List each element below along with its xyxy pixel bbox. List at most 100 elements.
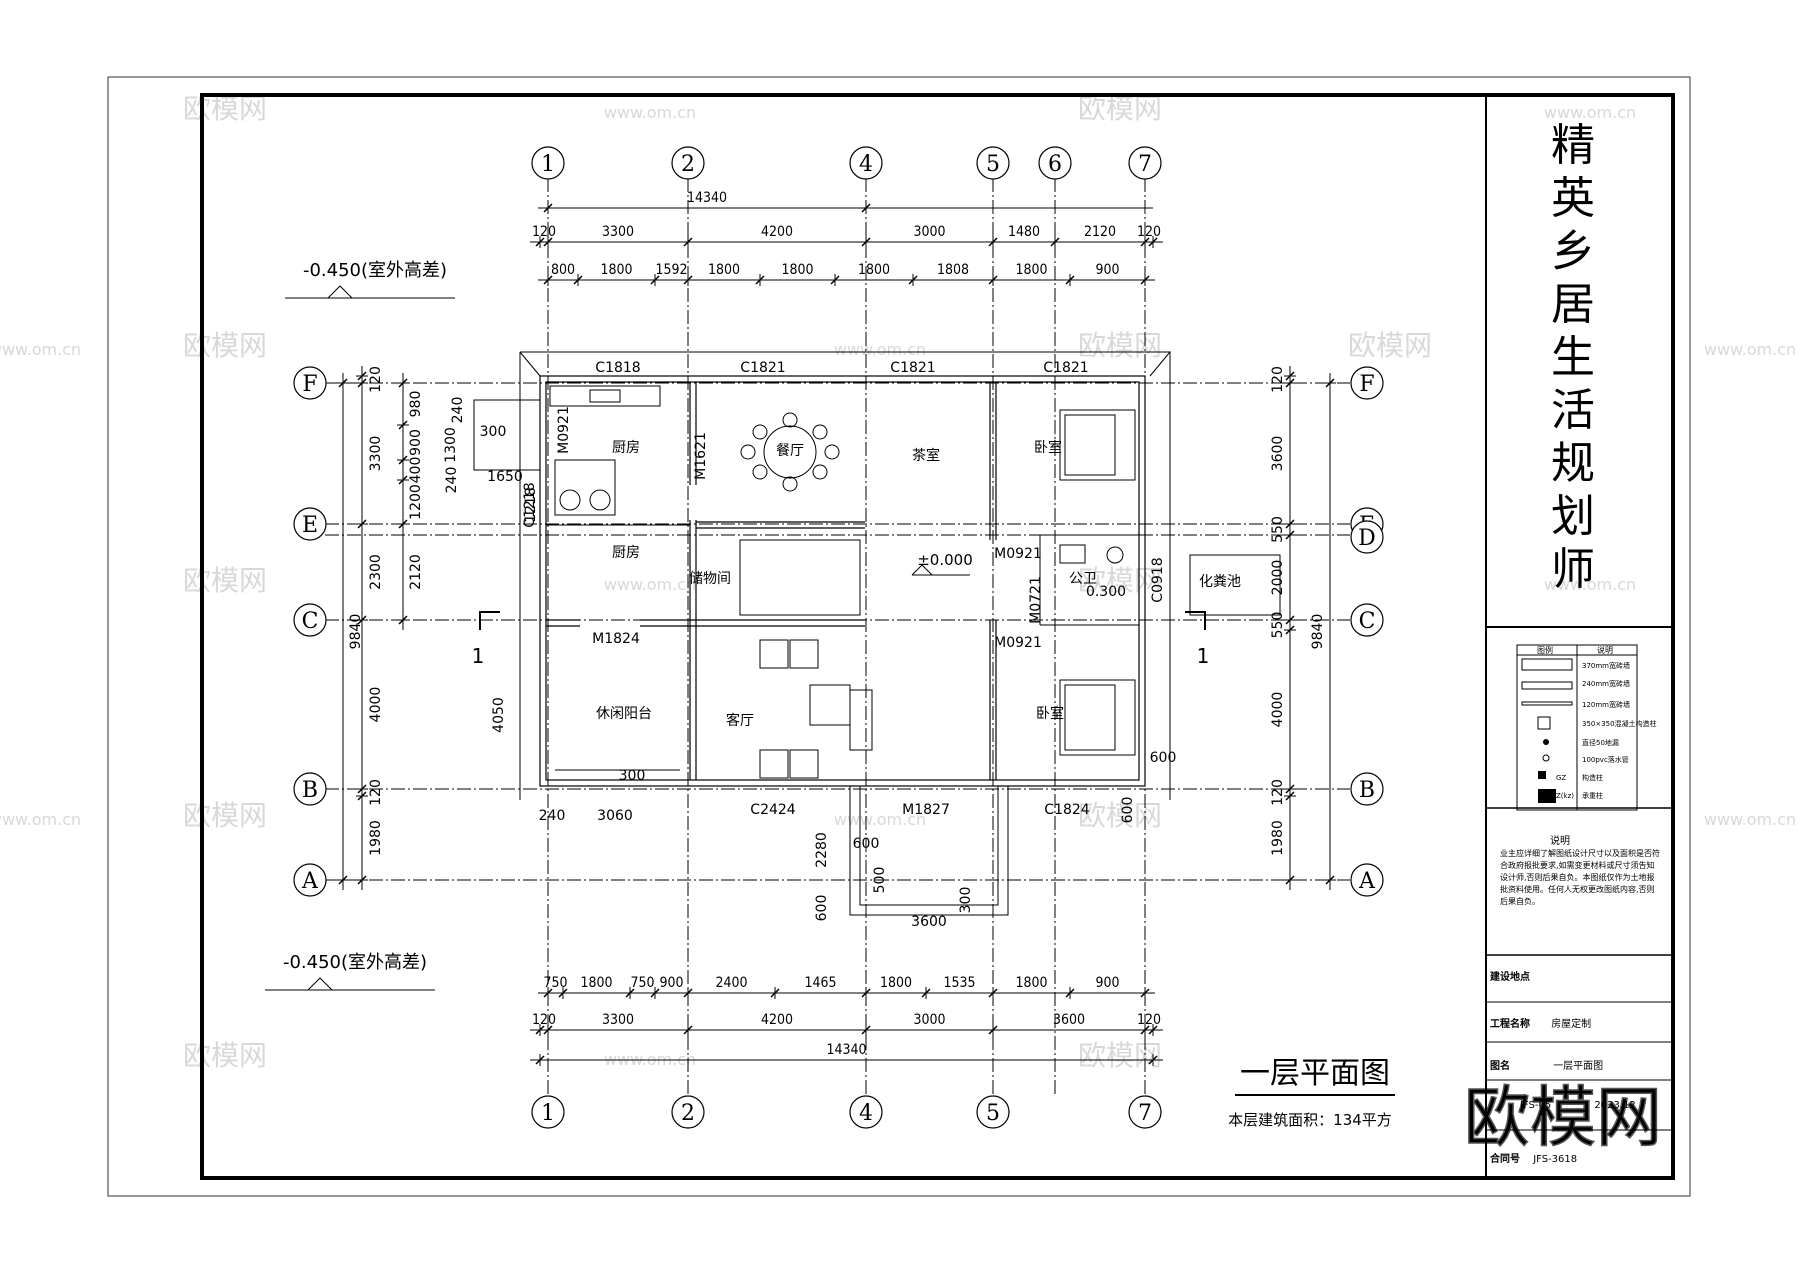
notes-title: 说明 [1550, 836, 1570, 847]
legend-item: 240mm宽砖墙 [1582, 679, 1630, 688]
axis-bubble [293, 603, 327, 637]
dimension-text: 120 [1137, 1012, 1161, 1028]
watermark-brand: 欧模网 [183, 92, 267, 125]
dimension-text: 750 [543, 975, 567, 991]
dining-table [763, 425, 817, 479]
opening-label: C1818 [595, 360, 640, 376]
dimension-text: 550 [1270, 612, 1286, 639]
opening-label: C1824 [1044, 802, 1089, 818]
drawing-name-row: 图名 一层平面图 [1490, 1057, 1640, 1072]
dimension-text: 2120 [408, 554, 424, 590]
dimension-text: 9840 [1310, 614, 1326, 650]
drawing-title: 一层平面图 [1240, 1056, 1390, 1091]
project-title-char: 精 [1551, 120, 1595, 171]
watermark-layer: 欧模网欧模网欧模网欧模网欧模网欧模网欧模网欧模网欧模网欧模网欧模网www.om.… [0, 92, 1796, 1157]
dimension-text: 120 [368, 366, 384, 393]
elevation-label: -0.450(室外高差) [303, 260, 447, 281]
contract-value: JFS-3618 [1533, 1154, 1578, 1165]
legend-header: 说明 [1597, 645, 1613, 655]
axis-label: A [1358, 869, 1376, 894]
drawing-label-text: 图名 [1490, 1061, 1510, 1072]
room-label: 厨房 [612, 440, 640, 456]
building-walls [473, 351, 1281, 916]
dimension-text: 4050 [491, 697, 507, 733]
room-label: 化粪池 [1199, 574, 1241, 590]
dimension-text: 0.300 [1086, 584, 1126, 600]
axis-bubble [1128, 1095, 1162, 1129]
section-mark-line [1185, 611, 1206, 630]
code-value: JFS-05 [1520, 1100, 1552, 1111]
dimension-text: 4000 [368, 687, 384, 723]
axis-label: 2 [681, 1101, 695, 1126]
legend-item: 承重柱 [1582, 791, 1603, 800]
axis-label: 1 [541, 1101, 555, 1126]
dimension-text: 1300 [443, 427, 459, 463]
legend-table: 图例说明370mm宽砖墙240mm宽砖墙120mm宽砖墙350×350混凝土构造… [1516, 644, 1657, 811]
dimension-text: 1592 [655, 262, 687, 278]
opening-label: M1827 [902, 802, 950, 818]
opening-label: C1821 [1043, 360, 1088, 376]
axis-label: D [1358, 526, 1376, 551]
dimension-text: 120 [368, 779, 384, 806]
axis-bubble [293, 863, 327, 897]
dimension-text: 2400 [715, 975, 747, 991]
room-label: 厨房 [612, 545, 640, 561]
dimension-text: 1200 [408, 484, 424, 520]
axis-bubble [1350, 863, 1384, 897]
dimension-text: 1535 [943, 975, 975, 991]
project-title-char: 乡 [1551, 226, 1595, 277]
dimension-text: 240 [444, 467, 460, 494]
dimension-text: 1800 [1015, 975, 1047, 991]
dimension-text: 1808 [937, 262, 969, 278]
dimension-text: 3060 [597, 808, 633, 824]
watermark-brand: 欧模网 [1078, 92, 1162, 125]
watermark-site: www.om.cn [1544, 575, 1636, 594]
legend-item: 100pvc落水管 [1582, 755, 1629, 764]
axis-bubble [531, 146, 565, 180]
axis-bubble [293, 366, 327, 400]
floor-elevation-label: ±0.000 [917, 551, 973, 569]
dimension-text: 240 [450, 397, 466, 424]
watermark-site: www.om.cn [0, 340, 81, 359]
notes-text: 业主应详细了解图纸设计尺寸以及面积是否符合政府报批要求,如需变更材料或尺寸须告知… [1500, 849, 1660, 906]
watermark-brand: 欧模网 [1078, 329, 1162, 362]
dimension-text: 1800 [781, 262, 813, 278]
opening-label: M0921 [994, 635, 1042, 651]
axis-label: 6 [1048, 152, 1062, 177]
dimension-text: 900 [408, 429, 424, 456]
legend-item: GZ [1556, 774, 1566, 782]
room-label: 客厅 [726, 712, 754, 729]
dimension-text: 3600 [1053, 1012, 1085, 1028]
dimension-text: 14340 [687, 190, 727, 206]
dimension-text: 2300 [368, 554, 384, 590]
axis-bubble [293, 772, 327, 806]
axis-bubble [671, 1095, 705, 1129]
project-title-char: 规 [1551, 438, 1595, 489]
watermark-site: www.om.cn [604, 575, 696, 594]
axis-label: 2 [681, 152, 695, 177]
dimension-text: 1800 [1015, 262, 1047, 278]
dimension-text: 1980 [1270, 820, 1286, 856]
axis-label: C [1359, 609, 1376, 634]
axis-bubble [1038, 146, 1072, 180]
watermark-site: www.om.cn [604, 103, 696, 122]
legend-item: 370mm宽砖墙 [1582, 661, 1630, 670]
legend-item: 350×350混凝土构造柱 [1582, 719, 1657, 728]
room-label: 茶室 [912, 447, 940, 464]
legend-header: 图例 [1537, 645, 1553, 655]
elevation-marks [265, 285, 1206, 991]
axis-bubble [849, 146, 883, 180]
section-mark-line [479, 611, 500, 630]
sofa-icon [809, 684, 851, 726]
dimension-text: 4000 [1270, 692, 1286, 728]
dimension-text: 2120 [1084, 224, 1116, 240]
sheet-outer-border [107, 76, 1691, 1197]
project-label: 工程名称 房屋定制 [1490, 1015, 1640, 1030]
legend-item: Z(kz) [1556, 792, 1574, 800]
axis-bubbles: 12456712457FFEEDCCBBAA [293, 146, 1384, 1129]
axis-label: E [302, 513, 318, 538]
